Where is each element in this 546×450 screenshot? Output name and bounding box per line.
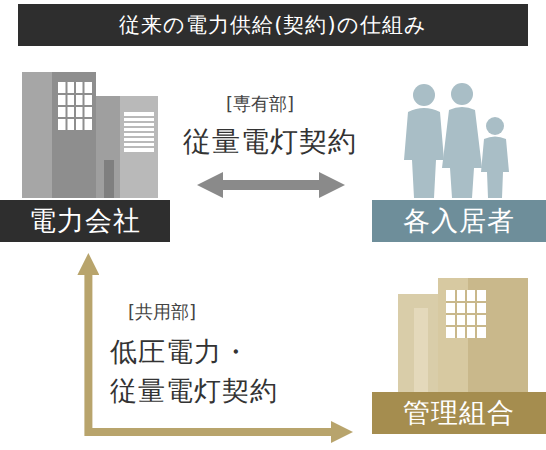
party-name: 管理組合 — [403, 395, 515, 431]
section-tag: [専有部] — [226, 92, 294, 116]
title-bar: 従来の電力供給(契約)の仕組み — [18, 4, 528, 46]
party-box: 各入居者 — [372, 200, 546, 242]
party-box: 管理組合 — [372, 392, 546, 434]
contract-label: 低圧電力・ 従量電灯契約 — [110, 332, 288, 410]
residents-figure — [404, 83, 509, 198]
contract-arrow — [210, 180, 332, 190]
association-building — [398, 278, 528, 394]
contract-arrow — [88, 264, 342, 432]
party-name: 各入居者 — [403, 203, 515, 239]
title-text: 従来の電力供給(契約)の仕組み — [119, 11, 426, 39]
contract-label: 従量電灯契約 — [183, 122, 393, 163]
party-box: 電力会社 — [0, 200, 170, 242]
section-tag: [共用部] — [128, 300, 196, 324]
party-name: 電力会社 — [29, 203, 141, 239]
company-building — [22, 72, 158, 198]
